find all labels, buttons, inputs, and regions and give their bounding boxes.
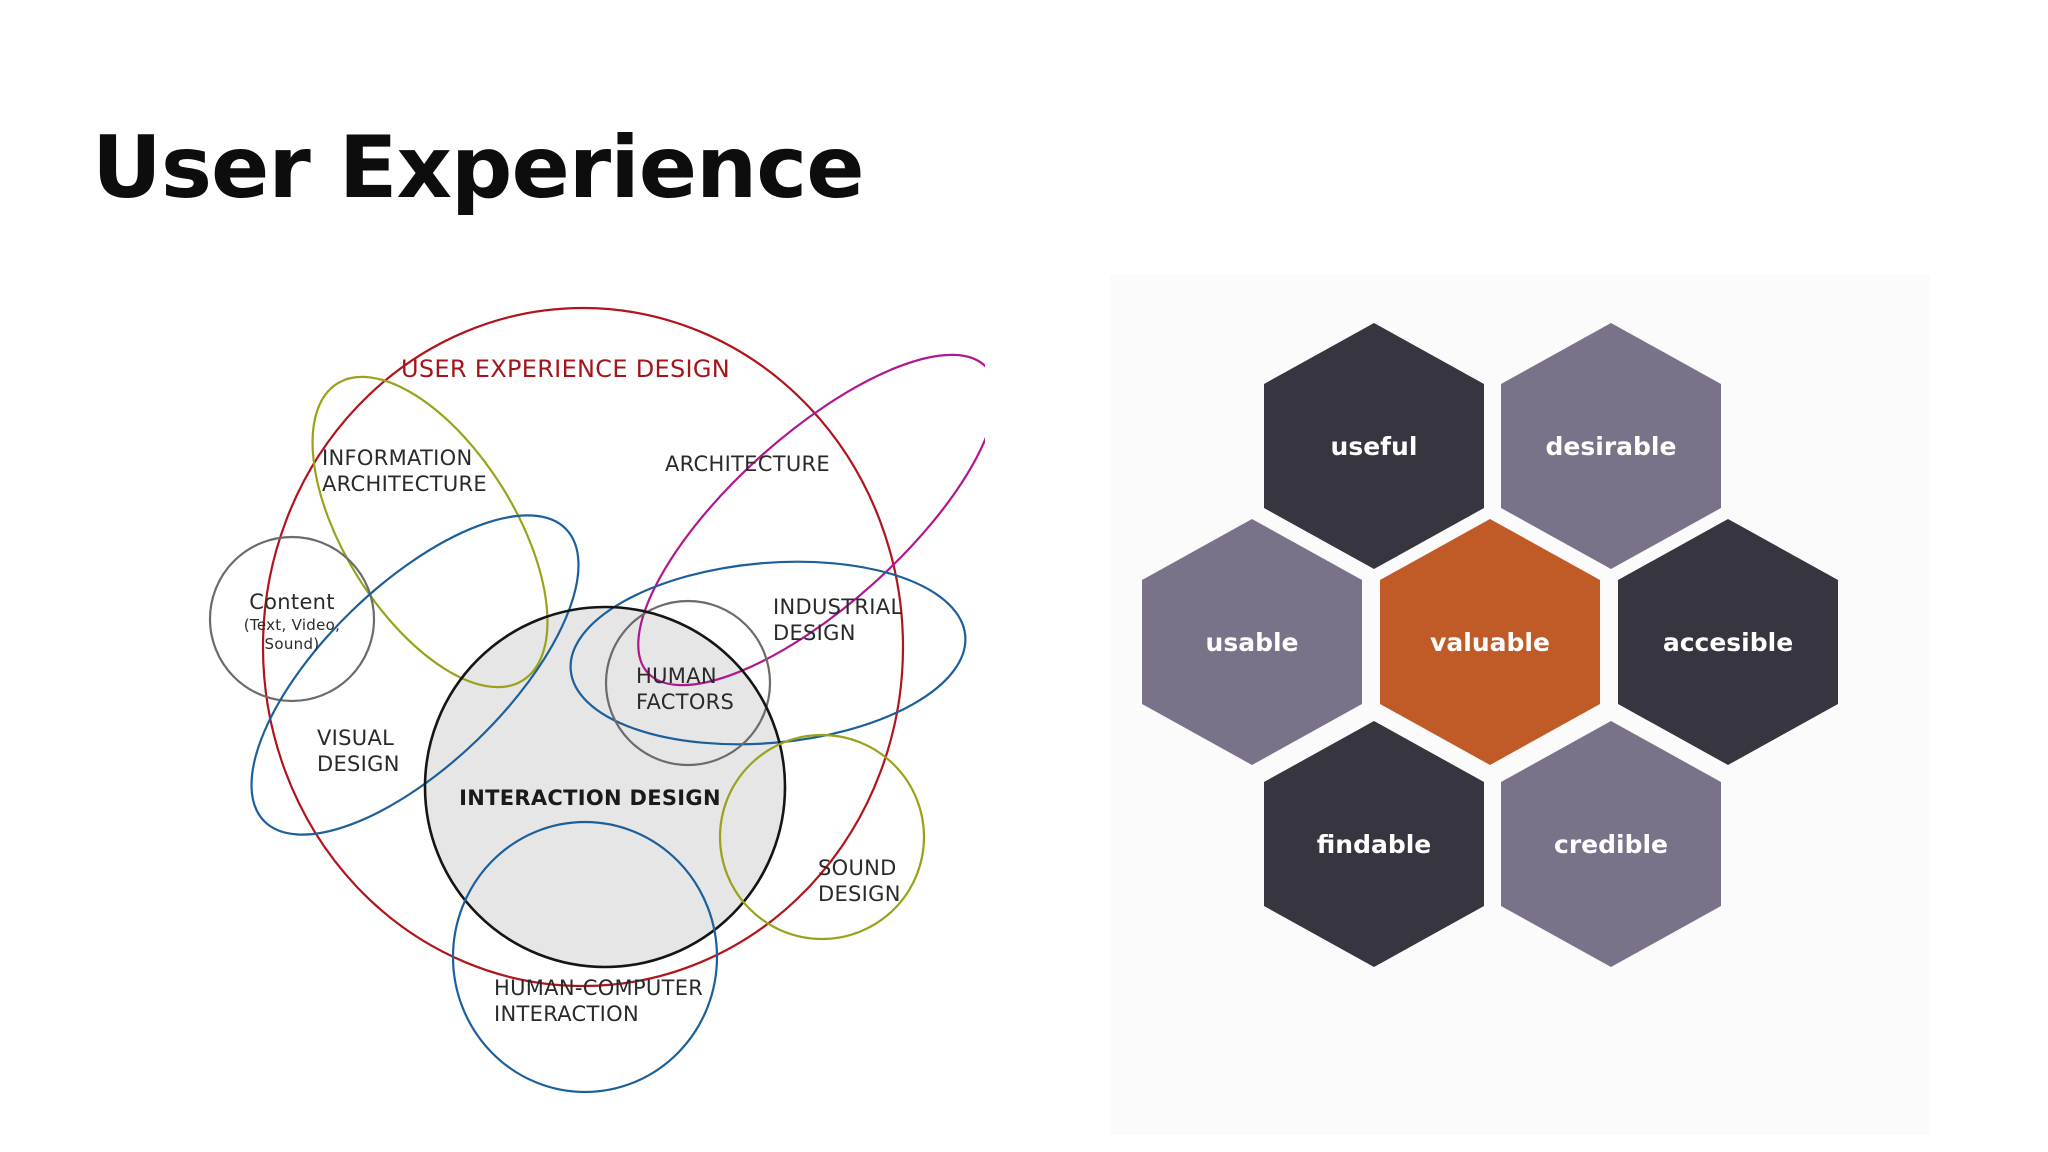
hex-label-valuable: valuable: [1430, 628, 1550, 657]
human-factors-circle: [604, 599, 772, 767]
ux-honeycomb: useful desirable usable valuable accesible fi…: [1110, 275, 1930, 1135]
industrial-design-label-1: INDUSTRIAL: [773, 595, 902, 619]
info-architecture-label-2: ARCHITECTURE: [322, 472, 487, 496]
hex-valuable: [1380, 519, 1600, 765]
content-circle: [208, 535, 376, 703]
slide-title: User Experience: [92, 118, 865, 218]
architecture-label: ARCHITECTURE: [665, 452, 830, 476]
sound-design-label-2: DESIGN: [818, 882, 901, 906]
hci-label-2: INTERACTION: [494, 1002, 639, 1026]
hex-label-usable: usable: [1206, 628, 1299, 657]
hex-credible: [1501, 721, 1721, 967]
content-label-3: Sound): [265, 635, 320, 653]
interaction-design-fill: [425, 607, 785, 967]
interaction-design-label: INTERACTION DESIGN: [459, 786, 721, 810]
info-architecture-ellipse: [311, 375, 549, 689]
visual-design-label-1: VISUAL: [317, 726, 394, 750]
ux-design-circle: [261, 306, 905, 988]
hex-label-desirable: desirable: [1546, 432, 1677, 461]
industrial-design-ellipse: [569, 560, 967, 746]
hex-label-credible: credible: [1554, 830, 1668, 859]
ux-venn-diagram: USER EXPERIENCE DESIGN INFORMATION ARCHI…: [185, 260, 985, 1120]
hci-circle: [451, 820, 719, 1094]
architecture-ellipse: [637, 353, 985, 687]
visual-design-label-2: DESIGN: [317, 752, 400, 776]
hex-label-findable: findable: [1317, 830, 1432, 859]
content-label-1: Content: [249, 590, 335, 614]
info-architecture-label-1: INFORMATION: [322, 446, 473, 470]
human-factors-label-2: FACTORS: [636, 690, 734, 714]
sound-design-label-1: SOUND: [818, 856, 897, 880]
hex-label-useful: useful: [1331, 432, 1418, 461]
hex-usable: [1142, 519, 1362, 765]
human-factors-label-1: HUMAN: [636, 664, 717, 688]
hex-findable: [1264, 721, 1484, 967]
hex-accesible: [1618, 519, 1838, 765]
interaction-design-circle: [423, 605, 787, 969]
content-label-2: (Text, Video,: [244, 616, 340, 634]
hci-label-1: HUMAN-COMPUTER: [494, 976, 703, 1000]
hex-desirable: [1501, 323, 1721, 569]
industrial-design-label-2: DESIGN: [773, 621, 856, 645]
sound-design-circle: [718, 733, 926, 941]
ux-design-label: USER EXPERIENCE DESIGN: [401, 355, 730, 383]
hex-label-accesible: accesible: [1663, 628, 1793, 657]
hex-useful: [1264, 323, 1484, 569]
visual-design-ellipse: [250, 514, 580, 836]
